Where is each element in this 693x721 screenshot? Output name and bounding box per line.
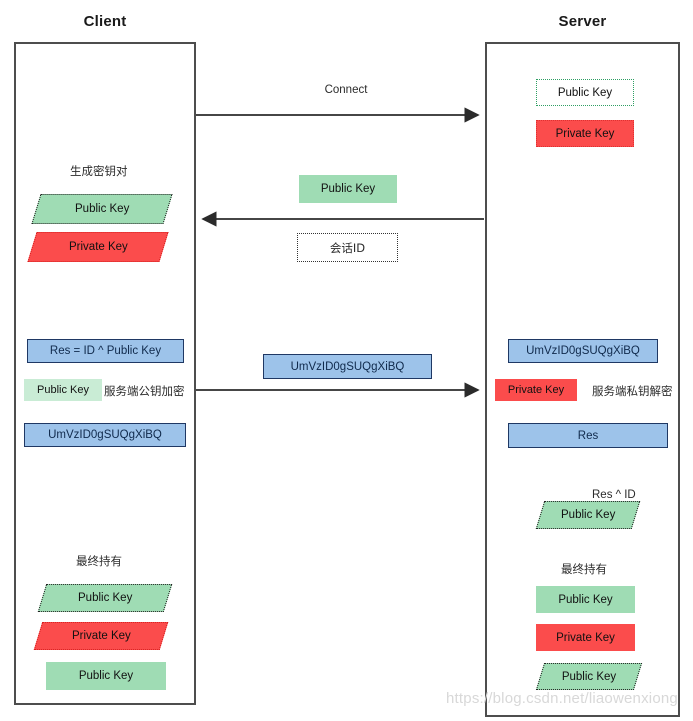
watermark: https://blog.csdn.net/liaowenxiong (446, 690, 678, 707)
client-encrypt-note: 服务端公钥加密 (104, 384, 185, 398)
client-keypair-public-key-label: Public Key (74, 203, 130, 215)
server-final-public-key-own: Public Key (536, 586, 635, 613)
client-final-private-key-own-label: Private Key (71, 630, 131, 642)
server-final-public-key-client-label: Public Key (561, 670, 617, 683)
client-keypair-public-key: Public Key (31, 194, 173, 224)
server-decrypt-private-key: Private Key (495, 379, 577, 401)
client-final-private-key-own: Private Key (33, 622, 169, 650)
server-xor-note: Res ^ ID (592, 489, 636, 501)
client-final-public-key-own: Public Key (37, 584, 173, 612)
client-keypair-label: 生成密钥对 (70, 164, 128, 178)
client-keypair-private-key: Private Key (27, 232, 169, 262)
client-final-label: 最终持有 (76, 554, 122, 568)
client-res-expression: Res = ID ^ Public Key (27, 339, 184, 363)
page-title-client: Client (83, 13, 127, 30)
client-final-public-key-server: Public Key (46, 662, 166, 690)
arrow-label-connect: Connect (324, 84, 368, 96)
server-keypair-private-key: Private Key (536, 120, 634, 147)
server-cipher-received: UmVzID0gSUQgXiBQ (508, 339, 658, 363)
message-cipher: UmVzID0gSUQgXiBQ (263, 354, 432, 379)
client-keypair-private-key-label: Private Key (68, 241, 128, 253)
server-decrypt-note: 服务端私钥解密 (592, 384, 673, 398)
server-recovered-public-key-label: Public Key (560, 509, 616, 521)
page-title-server: Server (558, 13, 607, 30)
server-res-value: Res (508, 423, 668, 448)
client-encrypt-public-key: Public Key (24, 379, 102, 401)
server-final-label: 最终持有 (561, 562, 607, 576)
client-final-public-key-own-label: Public Key (77, 592, 133, 604)
server-recovered-public-key: Public Key (535, 501, 641, 529)
server-keypair-public-key: Public Key (536, 79, 634, 106)
client-cipher-result: UmVzID0gSUQgXiBQ (24, 423, 186, 447)
server-final-public-key-client: Public Key (535, 663, 643, 690)
message-session-id: 会话ID (297, 233, 398, 262)
message-public-key: Public Key (299, 175, 397, 203)
server-final-private-key-own: Private Key (536, 624, 635, 651)
